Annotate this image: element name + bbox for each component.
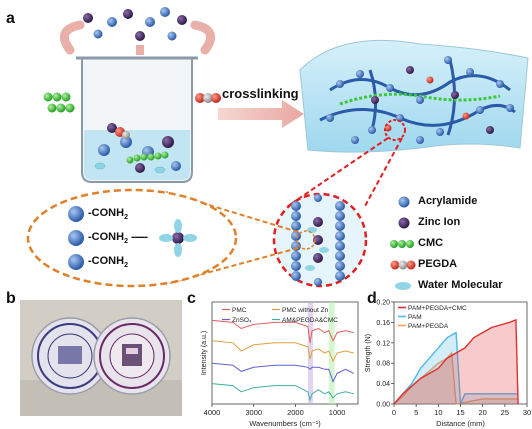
legend-label-2: ZnSO₄	[232, 317, 252, 324]
x-tick-label-6: 30	[523, 408, 531, 417]
legend-icons	[390, 196, 416, 290]
panel-c-label: c	[187, 290, 196, 307]
x-tick-label-2: 2000	[287, 408, 304, 417]
series-area-2	[394, 353, 519, 404]
legend-label-0: PMC	[232, 307, 247, 314]
legend-label-1: PAM	[408, 314, 422, 321]
x-tick-label-3: 15	[456, 408, 464, 417]
series-line-3	[211, 383, 354, 402]
y-tick-label-4: 0.16	[376, 320, 390, 327]
y-tick-label-5: 0.20	[376, 300, 390, 307]
x-tick-label-0: 4000	[204, 408, 221, 417]
highlight-band-1	[307, 302, 313, 404]
conh-label-2: -CONH2 ------	[88, 231, 148, 246]
legend-label-0: PAM+PEGDA+CMC	[408, 305, 467, 312]
legend-water: Water Molecular	[418, 279, 503, 291]
x-tick-label-5: 25	[501, 408, 509, 417]
legend-acrylamide: Acrylamide	[418, 195, 478, 207]
series-area-0	[394, 319, 519, 404]
legend-zinc-ion: Zinc Ion	[418, 216, 461, 228]
legend-label-1: PMC without Zn	[282, 307, 329, 314]
conh-label-1: -CONH2	[88, 207, 128, 222]
y-tick-label-0: 0.00	[376, 402, 390, 409]
y-tick-label-1: 0.04	[376, 381, 390, 388]
beaker	[76, 56, 198, 183]
plot-frame	[393, 301, 528, 405]
legend-pegda: PEGDA	[418, 258, 458, 270]
conh-label-3: -CONH2	[88, 255, 128, 270]
pegda-icon-arrow	[195, 93, 221, 103]
series-area-1	[394, 332, 519, 404]
x-axis-label: Wavenumbers (cm⁻¹)	[249, 419, 321, 428]
tensile-chart: 0.00 0.04 0.08 0.12 0.16 0.20 0 5 10 15 20 25 30Dist…	[365, 300, 531, 429]
y-tick-label-2: 0.08	[376, 361, 390, 368]
detail-ellipse	[26, 188, 238, 288]
x-tick-label-0: 0	[392, 408, 396, 417]
legend-label-2: PAM+PEGDA	[408, 323, 449, 330]
cmc-beads-left	[43, 92, 75, 113]
y-axis-label: Strength (N)	[365, 334, 372, 372]
y-axis-label: Intensity (a.u.)	[201, 331, 208, 375]
crosslinking-label: crosslinking	[222, 86, 299, 101]
series-line-1	[393, 331, 519, 405]
panel-d-label: d	[367, 290, 377, 307]
legend-cmc: CMC	[418, 237, 444, 249]
panel-b-photo	[20, 300, 182, 416]
legend-label-3: AM&PEGDA&CMC	[282, 317, 338, 324]
falling-ions	[83, 7, 187, 41]
x-tick-label-2: 10	[434, 408, 442, 417]
x-tick-label-3: 1000	[329, 408, 346, 417]
series-line-2	[211, 362, 355, 383]
zoom-circle	[272, 192, 368, 288]
x-axis-label: Distance (mm)	[436, 419, 485, 428]
series-line-0	[211, 319, 354, 343]
coordination-bond: ------	[131, 231, 148, 243]
highlight-band-2	[328, 302, 335, 404]
series-line-1	[211, 340, 354, 363]
x-tick-label-4: 20	[478, 408, 486, 417]
panel-a-label: a	[6, 10, 15, 27]
x-tick-label-1: 5	[414, 408, 418, 417]
crosslinking-arrow	[218, 100, 304, 128]
hydrogel-network	[299, 39, 529, 153]
y-tick-label-3: 0.12	[376, 340, 390, 347]
panel-b-label: b	[6, 290, 16, 307]
series-line-0	[393, 318, 519, 405]
panel-a-illustration	[26, 7, 529, 290]
x-tick-label-1: 3000	[245, 408, 262, 417]
